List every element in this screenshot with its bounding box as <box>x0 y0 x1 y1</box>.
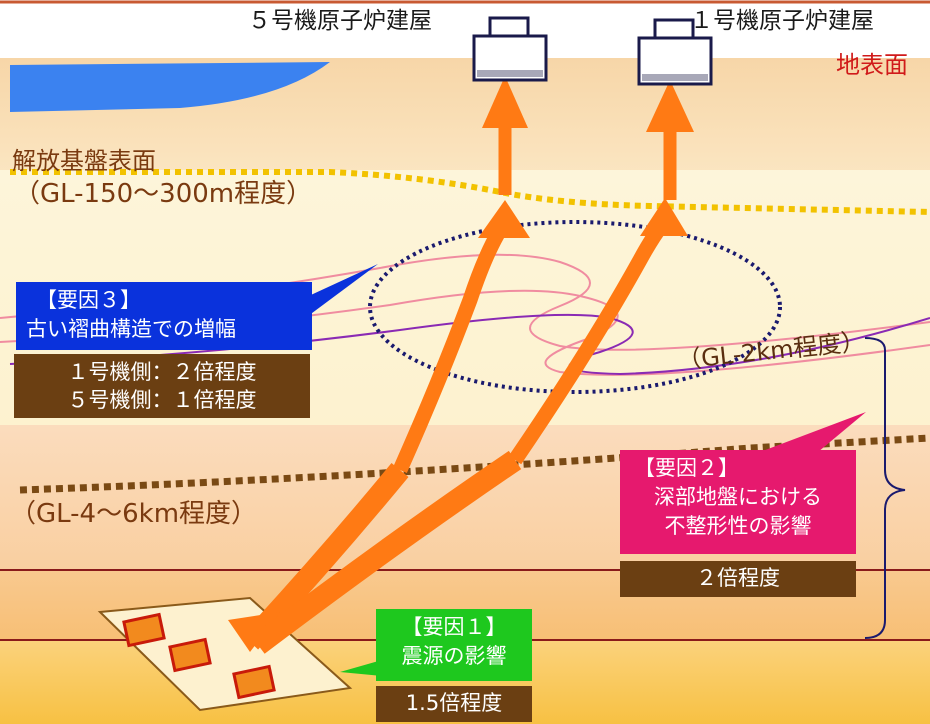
unit5-building-label: ５号機原子炉建屋 <box>248 8 432 34</box>
asperity-3 <box>232 664 276 700</box>
factor2-title: 【要因２】 <box>634 456 739 480</box>
unit5-building-icon <box>472 16 548 82</box>
factor1-callout: 【要因１】 震源の影響 <box>376 609 532 681</box>
deep-depth-label: （GL-4〜6km程度） <box>10 499 258 529</box>
unit1-arrowhead-mid <box>640 198 688 236</box>
factor1-pointer <box>340 660 382 676</box>
bedrock-depth-label: （GL-150〜300m程度） <box>14 179 313 209</box>
factor3-value-box: １号機側：２倍程度 ５号機側：１倍程度 <box>14 354 310 418</box>
fold-structure-ellipse <box>368 220 782 394</box>
factor3-title: 【要因３】 <box>36 288 141 312</box>
factor1-desc: 震源の影響 <box>401 644 507 668</box>
unit1-building-icon <box>637 18 713 86</box>
unit5-arrowhead-mid <box>478 200 530 238</box>
factor3-desc: 古い褶曲構造での増幅 <box>26 317 236 341</box>
unit1-building-label: １号機原子炉建屋 <box>690 8 874 34</box>
factor2-pointer <box>760 412 866 452</box>
factor2-callout: 【要因２】 深部地盤における 不整形性の影響 <box>620 450 856 554</box>
depth-bracket <box>864 337 906 639</box>
unit5-arrowhead-top <box>482 76 528 128</box>
unit1-wave-path <box>251 130 677 654</box>
bedrock-surface-line <box>10 169 930 215</box>
factor3-callout: 【要因３】 古い褶曲構造での増幅 <box>16 282 312 350</box>
ground-surface-label: 地表面 <box>836 51 908 79</box>
unit5-arrow-tail <box>228 612 280 652</box>
asperity-1 <box>122 612 166 648</box>
factor1-title: 【要因１】 <box>401 615 507 639</box>
factor2-value-box: ２倍程度 <box>620 561 856 597</box>
ocean <box>10 62 330 112</box>
factor3-value-unit5: ５号機側：１倍程度 <box>67 388 257 412</box>
unit1-arrowhead-top <box>646 80 694 132</box>
factor3-value-unit1: １号機側：２倍程度 <box>67 360 257 384</box>
factor1-value-box: 1.5倍程度 <box>376 686 532 722</box>
factor2-desc-line1: 深部地盤における <box>654 485 822 509</box>
bedrock-surface-label: 解放基盤表面 <box>12 147 156 175</box>
asperity-2 <box>168 637 212 673</box>
factor3-pointer <box>300 264 378 322</box>
factor2-desc-line2: 不整形性の影響 <box>664 514 812 538</box>
